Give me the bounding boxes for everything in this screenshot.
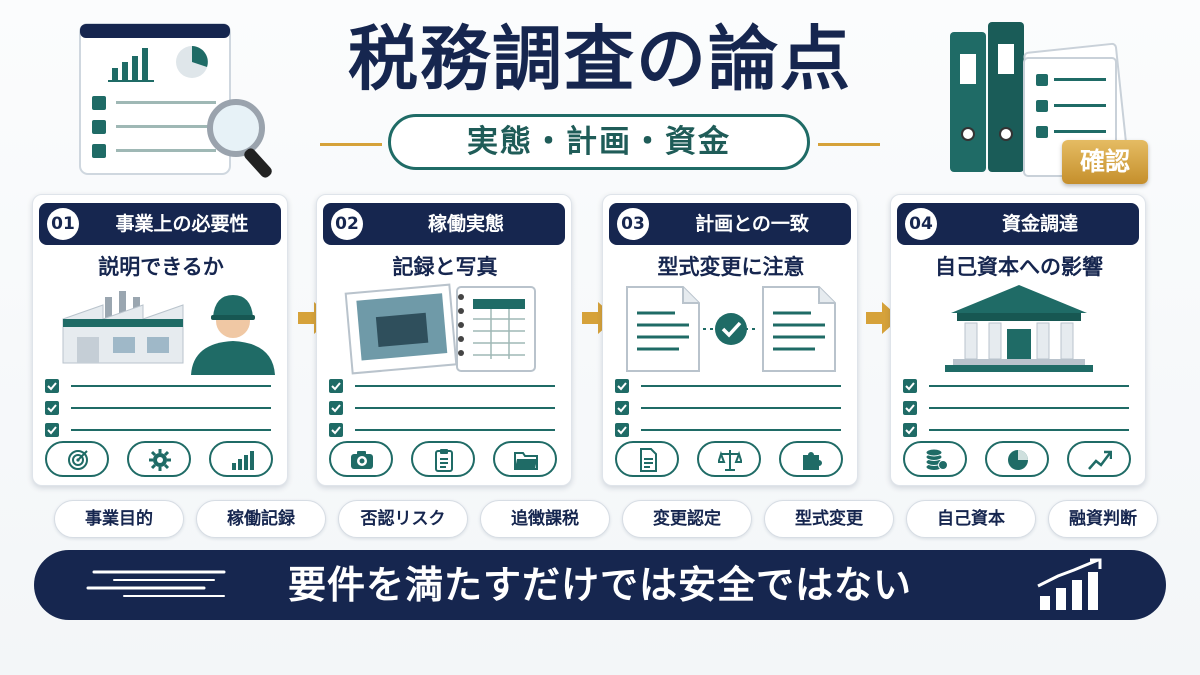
check-icon <box>615 423 629 437</box>
step-card-2: 02 稼働実態 記録と写真 <box>316 194 572 486</box>
check-icon <box>45 379 59 393</box>
confirm-badge: 確認 <box>1062 140 1148 184</box>
card-header: 02 稼働実態 <box>323 203 565 245</box>
photo-and-logbook-illustration <box>344 283 536 375</box>
subtitle-pill: 実態・計画・資金 <box>388 114 810 170</box>
step-number: 02 <box>331 208 363 240</box>
arrow-right-icon <box>582 302 616 334</box>
check-icon <box>903 401 917 415</box>
checklist <box>615 377 843 443</box>
coins-icon <box>903 441 967 477</box>
checklist-item <box>903 399 1131 417</box>
report-with-magnifier-illustration <box>79 23 272 178</box>
factory-worker-illustration <box>62 291 275 375</box>
growth-chart-icon <box>1037 558 1102 610</box>
camera-icon <box>329 441 393 477</box>
tag-chip: 型式変更 <box>764 500 894 538</box>
icon-row <box>41 441 281 479</box>
checklist-item <box>615 399 843 417</box>
step-number: 01 <box>47 208 79 240</box>
card-subtitle: 説明できるか <box>98 255 224 279</box>
card-title: 計画との一致 <box>695 213 809 235</box>
checklist-item <box>903 421 1131 439</box>
step-card-3: 03 計画との一致 型式変更に注意 <box>602 194 858 486</box>
tag-chip: 事業目的 <box>54 500 184 538</box>
main-title: 税務調査の論点 <box>348 18 852 100</box>
arrow-right-icon <box>866 302 900 334</box>
subtitle-left-rule <box>320 143 382 146</box>
subtitle-right-rule <box>818 143 880 146</box>
scales-icon <box>697 441 761 477</box>
checklist-item <box>329 377 557 395</box>
checklist-item <box>329 421 557 439</box>
step-card-1: 01 事業上の必要性 説明できるか <box>32 194 288 486</box>
trend-up-icon <box>1067 441 1131 477</box>
check-icon <box>615 401 629 415</box>
step-number: 03 <box>617 208 649 240</box>
tag-chip: 自己資本 <box>906 500 1036 538</box>
icon-row <box>611 441 851 479</box>
step-card-4: 04 資金調達 自己資本への影響 <box>890 194 1146 486</box>
check-icon <box>45 401 59 415</box>
check-icon <box>615 379 629 393</box>
icon-row <box>325 441 565 479</box>
subtitle-row: 実態・計画・資金 <box>320 114 880 174</box>
card-header: 04 資金調達 <box>897 203 1139 245</box>
card-header: 01 事業上の必要性 <box>39 203 281 245</box>
arrow-right-icon <box>298 302 332 334</box>
card-subtitle: 型式変更に注意 <box>657 255 805 279</box>
card-title: 資金調達 <box>1001 213 1078 235</box>
pie-chart-icon <box>985 441 1049 477</box>
icon-row <box>899 441 1139 479</box>
checklist-item <box>45 377 273 395</box>
bank-building-illustration <box>945 285 1093 372</box>
tag-chip: 融資判断 <box>1048 500 1158 538</box>
clipboard-icon <box>411 441 475 477</box>
checklist <box>45 377 273 443</box>
conclusion-banner: 要件を満たすだけでは安全ではない <box>34 550 1166 620</box>
check-icon <box>903 423 917 437</box>
checklist-item <box>615 377 843 395</box>
tag-chip: 稼働記録 <box>196 500 326 538</box>
card-header: 03 計画との一致 <box>609 203 851 245</box>
checklist-item <box>45 399 273 417</box>
checklist <box>329 377 557 443</box>
document-icon <box>615 441 679 477</box>
tag-chip: 変更認定 <box>622 500 752 538</box>
check-icon <box>903 379 917 393</box>
folder-icon <box>493 441 557 477</box>
checklist <box>903 377 1131 443</box>
check-icon <box>329 379 343 393</box>
card-subtitle: 記録と写真 <box>392 255 498 279</box>
tag-chip: 否認リスク <box>338 500 468 538</box>
card-title: 事業上の必要性 <box>115 213 249 235</box>
check-icon <box>329 401 343 415</box>
checklist-item <box>615 421 843 439</box>
target-icon <box>45 441 109 477</box>
puzzle-icon <box>779 441 843 477</box>
step-number: 04 <box>905 208 937 240</box>
tag-chip: 追徴課税 <box>480 500 610 538</box>
check-icon <box>45 423 59 437</box>
gear-icon <box>127 441 191 477</box>
card-title: 稼働実態 <box>427 213 504 235</box>
speed-lines-icon <box>86 570 226 597</box>
banner-message: 要件を満たすだけでは安全ではない <box>287 563 912 607</box>
bar-chart-icon <box>209 441 273 477</box>
card-subtitle: 自己資本への影響 <box>935 255 1103 279</box>
checklist-item <box>45 421 273 439</box>
checklist-item <box>903 377 1131 395</box>
document-comparison-illustration <box>626 286 836 372</box>
checklist-item <box>329 399 557 417</box>
check-icon <box>329 423 343 437</box>
